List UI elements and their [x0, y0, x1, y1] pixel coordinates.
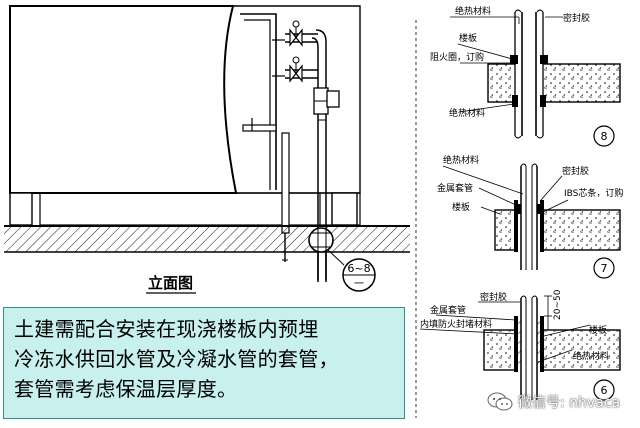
label-insulation: 绝热材料 [573, 350, 609, 362]
label-dimension: 20~50 [553, 289, 563, 320]
label-fire-ring: 阻火圈，订购 [430, 51, 484, 63]
label-floor-slab: 楼板 [459, 32, 477, 44]
label-insulation: 绝热材料 [443, 154, 479, 166]
note-callout: 土建需配合安装在现浇楼板内预埋 冷冻水供回水管及冷凝水管的套管， 套管需考虑保温… [3, 307, 405, 419]
detail-number: 8 [601, 130, 608, 143]
note-line: 冷冻水供回水管及冷凝水管的套管， [14, 347, 339, 371]
note-line: 套管需考虑保温层厚度。 [14, 377, 238, 401]
label-metal-sleeve: 金属套管 [437, 182, 473, 194]
watermark-text: 微信号: nhvaca [518, 395, 621, 411]
detail-number-bubble [593, 125, 615, 147]
detail-number: 7 [601, 262, 608, 275]
label-insulation: 绝热材料 [455, 5, 491, 17]
detail-8: 绝热材料 密封胶 楼板 阻火圈，订购 绝热材料 8 [415, 5, 621, 418]
wechat-icon [487, 392, 513, 411]
elevation-view: 6~8 一 立面图 [4, 5, 410, 294]
label-ibs-strip: IBS芯条，订购 [564, 187, 623, 199]
label-sealant: 密封胶 [562, 165, 589, 177]
valve-icon [289, 56, 303, 83]
watermark: 微信号: nhvaca [487, 390, 620, 414]
label-fire-seal: 内填防火封堵材料 [420, 318, 492, 330]
label-floor-slab: 楼板 [589, 324, 607, 336]
detail-ref-top: 6~8 [347, 262, 370, 275]
label-sealant: 密封胶 [480, 291, 507, 303]
detail-number: 6 [601, 384, 608, 397]
note-line: 土建需配合安装在现浇楼板内预埋 [14, 317, 319, 341]
detail-6: 20~50 密封胶 金属套管 内填防火封堵材料 楼板 绝热材料 6 [419, 289, 621, 401]
elevation-caption: 立面图 [148, 274, 193, 292]
label-sealant: 密封胶 [563, 12, 590, 24]
unit-casing [9, 5, 238, 194]
valve-icon [289, 20, 303, 47]
detail-ref-bottom: 一 [354, 279, 364, 290]
detail-number-bubble [593, 379, 615, 401]
detail-7: 绝热材料 密封胶 金属套管 IBS芯条，订购 楼板 7 [437, 154, 623, 279]
label-floor-slab: 楼板 [452, 201, 470, 213]
label-insulation: 绝热材料 [449, 107, 485, 119]
detail-number-bubble [593, 257, 615, 279]
label-metal-sleeve: 金属套管 [430, 304, 466, 316]
